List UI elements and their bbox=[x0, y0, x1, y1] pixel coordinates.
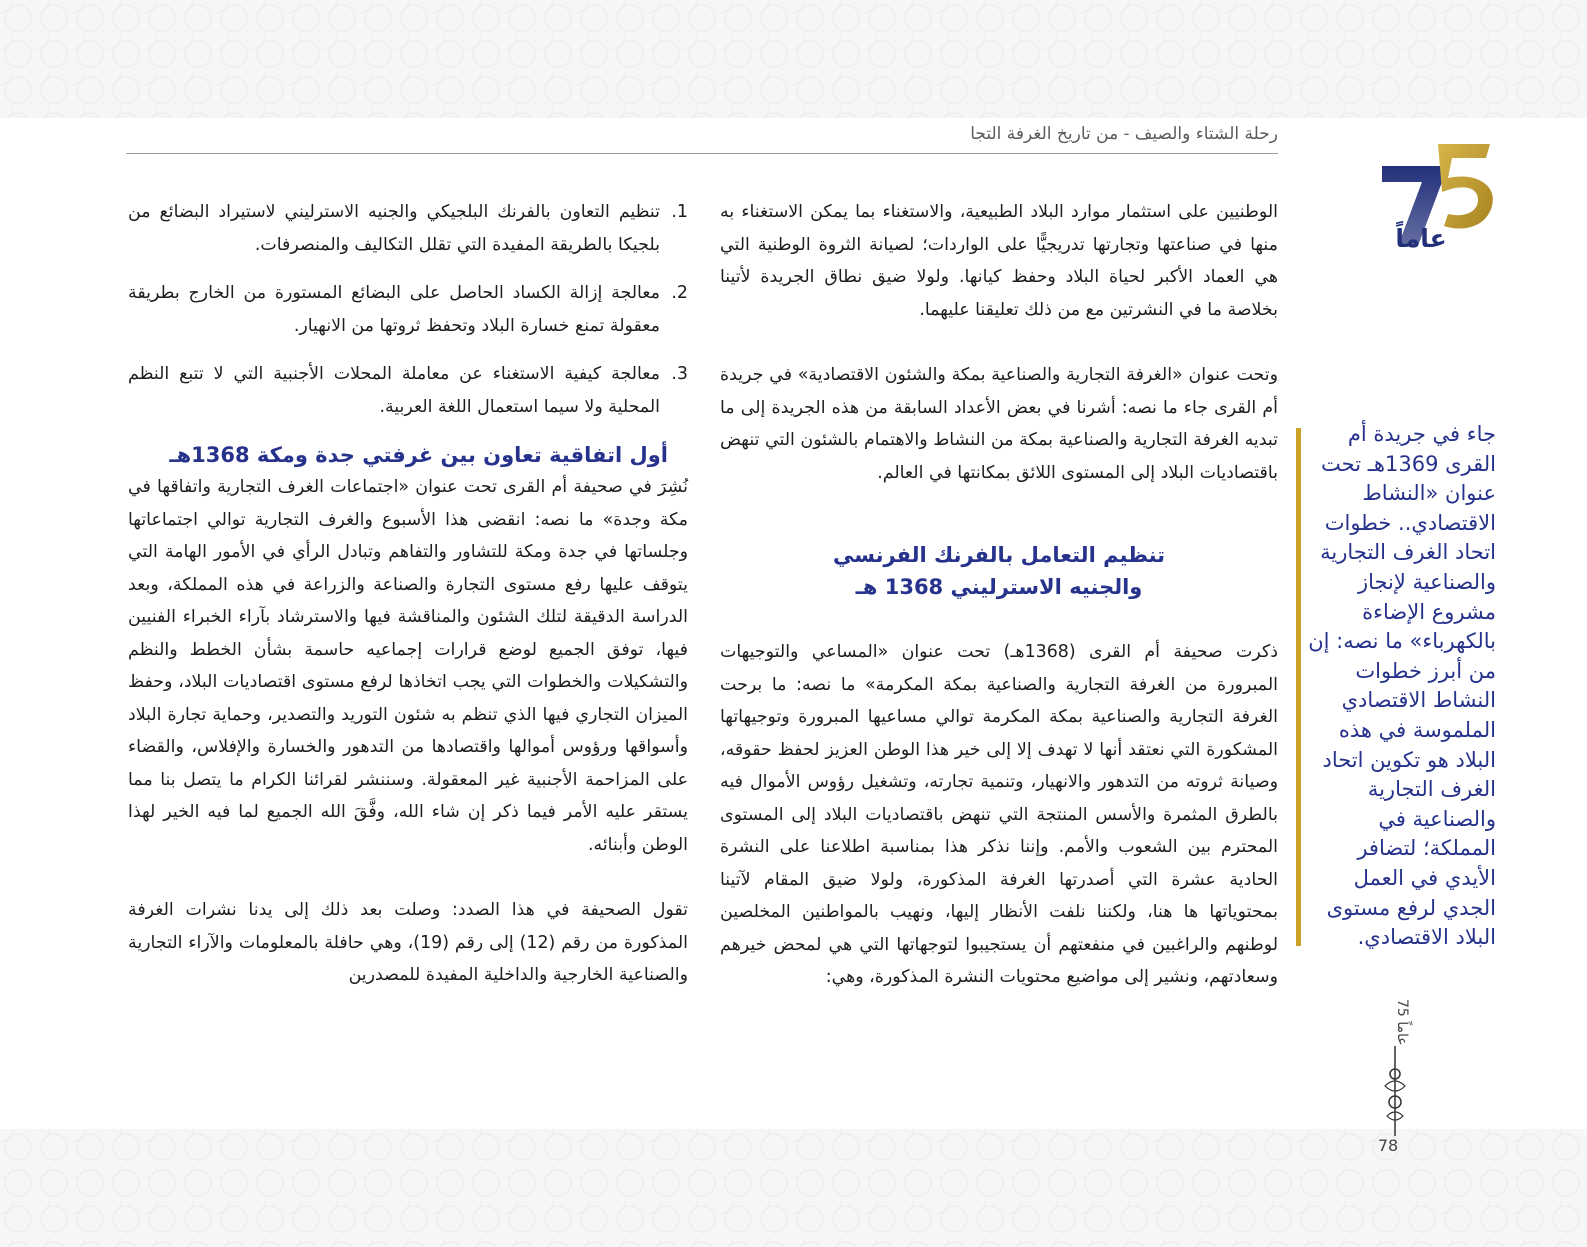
list-number: 3. bbox=[671, 364, 688, 384]
running-header-title: رحلة الشتاء والصيف - من تاريخ الغرفة الت… bbox=[970, 124, 1278, 144]
list-text: تنظيم التعاون بالفرنك البلجيكي والجنيه ا… bbox=[128, 202, 660, 255]
anniversary-75-logo bbox=[1382, 144, 1493, 246]
mid-heading-line-2: والجنيه الاسترليني 1368 هـ bbox=[855, 575, 1143, 599]
header-divider bbox=[126, 153, 1278, 154]
mid-paragraph-3: ذكرت صحيفة أم القرى (1368هـ) تحت عنوان «… bbox=[720, 642, 1278, 987]
list-item: 1. تنظيم التعاون بالفرنك البلجيكي والجني… bbox=[128, 196, 688, 261]
bottom-pattern-band bbox=[0, 1129, 1587, 1247]
mid-paragraph-2: وتحت عنوان «الغرفة التجارية والصناعية بم… bbox=[720, 365, 1278, 483]
sidebar-accent-bar bbox=[1296, 428, 1301, 946]
list-number: 1. bbox=[671, 202, 688, 222]
left-text-column: 1. تنظيم التعاون بالفرنك البلجيكي والجني… bbox=[128, 196, 688, 992]
ornament-icon bbox=[1384, 1046, 1406, 1136]
digit-7-shape bbox=[1382, 166, 1448, 246]
list-number: 2. bbox=[671, 283, 688, 303]
top-pattern-band bbox=[0, 0, 1587, 118]
left-section-heading: أول اتفاقية تعاون بين غرفتي جدة ومكة 136… bbox=[169, 443, 668, 467]
sidebar-pull-quote: جاء في جريدة أم القرى 1369هـ تحت عنوان «… bbox=[1308, 422, 1496, 950]
list-text: معالجة كيفية الاستغناء عن معاملة المحلات… bbox=[128, 364, 660, 417]
page-number: 78 bbox=[1377, 1136, 1399, 1155]
left-paragraph-1: نُشِرَ في صحيفة أم القرى تحت عنوان «اجتم… bbox=[128, 477, 688, 855]
digit-5-shape bbox=[1438, 144, 1493, 229]
left-paragraph-2: تقول الصحيفة في هذا الصدد: وصلت بعد ذلك … bbox=[128, 900, 688, 985]
vertical-anniversary-label: 75 عاماً bbox=[1394, 998, 1410, 1046]
list-item: 2. معالجة إزالة الكساد الحاصل على البضائ… bbox=[128, 277, 688, 342]
logo-caption: عاماً bbox=[1395, 224, 1447, 253]
middle-text-column: الوطنيين على استثمار موارد البلاد الطبيع… bbox=[720, 196, 1278, 994]
mid-paragraph-1: الوطنيين على استثمار موارد البلاد الطبيع… bbox=[720, 202, 1278, 320]
mid-heading-line-1: تنظيم التعامل بالفرنك الفرنسي bbox=[832, 543, 1166, 567]
list-item: 3. معالجة كيفية الاستغناء عن معاملة المح… bbox=[128, 358, 688, 423]
list-text: معالجة إزالة الكساد الحاصل على البضائع ا… bbox=[128, 283, 660, 336]
